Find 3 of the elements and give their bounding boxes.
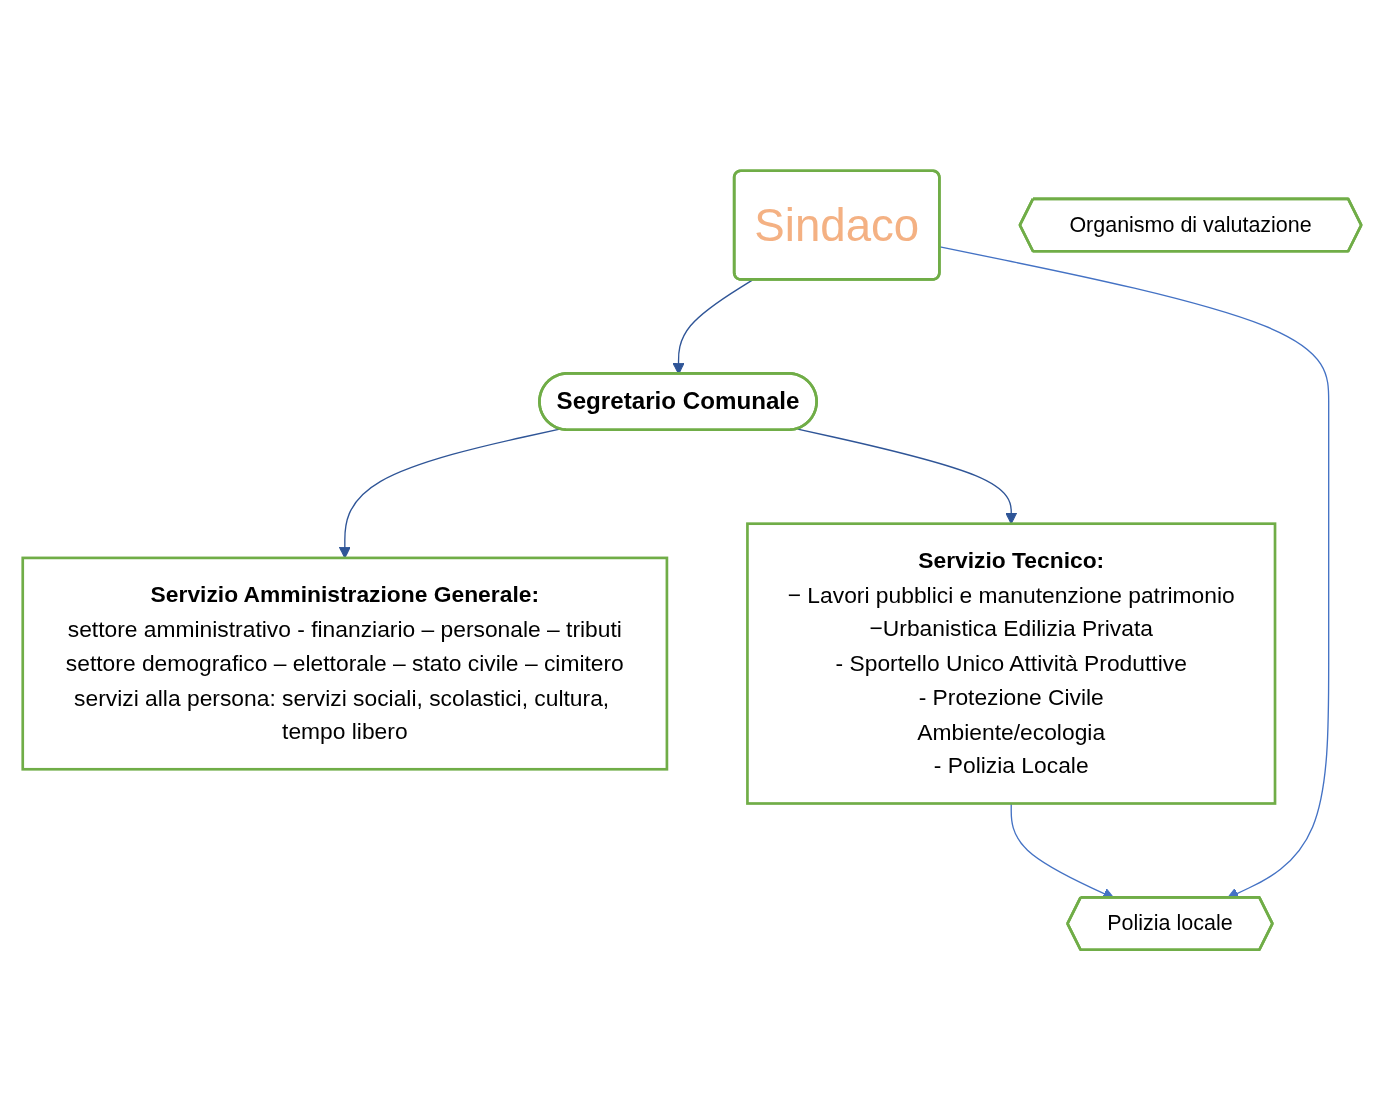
- node-box: Servizio Tecnico: − Lavori pubblici e manutenzione patrimonio −Urbanistica Edilizia Privata - Sportello Unico Attività Produttive - Protezione Civile Ambiente/ecologia - Polizia Locale: [745, 522, 1276, 805]
- arrow: [796, 428, 1017, 524]
- node-box: Servizio Amministrazione Generale: settore amministrativo - finanziario – personale – tributi settore demografico – elettorale – stato civile – cimitero servizi alla persona: servizi sociali, scolastici, cultura, tempo libero: [20, 556, 668, 771]
